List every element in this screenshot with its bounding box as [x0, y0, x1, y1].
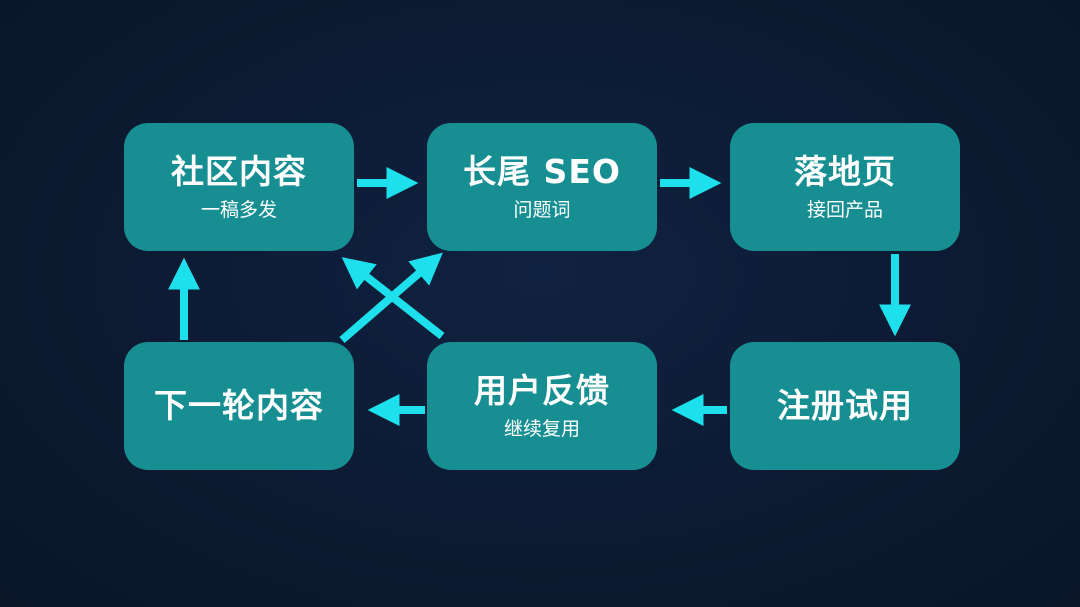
node-subtitle: 接回产品: [806, 199, 883, 222]
arrow-next-to-seo: [339, 252, 443, 344]
node-title: 长尾 SEO: [463, 151, 621, 191]
arrow-feedback-to-community: [341, 257, 445, 340]
node-title: 注册试用: [777, 386, 913, 426]
node-signup-trial: 注册试用: [730, 342, 960, 470]
node-title: 社区内容: [171, 151, 307, 191]
node-title: 落地页: [794, 151, 896, 191]
node-subtitle: 问题词: [513, 199, 571, 222]
node-next-round-content: 下一轮内容: [124, 342, 354, 470]
node-subtitle: 一稿多发: [200, 199, 277, 222]
node-landing-page: 落地页 接回产品: [730, 123, 960, 251]
node-user-feedback: 用户反馈 继续复用: [427, 342, 657, 470]
node-title: 用户反馈: [474, 370, 610, 410]
node-title: 下一轮内容: [154, 386, 324, 426]
node-long-tail-seo: 长尾 SEO 问题词: [427, 123, 657, 251]
node-community-content: 社区内容 一稿多发: [124, 123, 354, 251]
node-subtitle: 继续复用: [503, 418, 580, 441]
